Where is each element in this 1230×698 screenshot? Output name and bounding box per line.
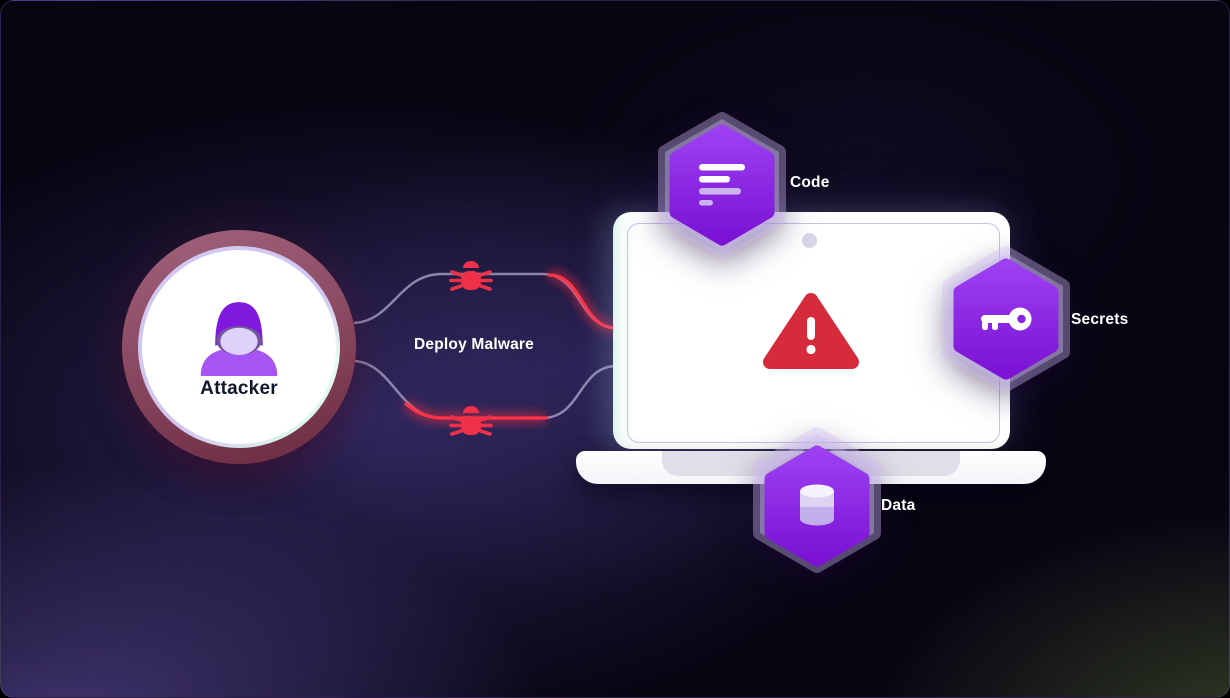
hexagon-code bbox=[658, 112, 786, 258]
infected-path-segment-top bbox=[547, 270, 617, 333]
infected-path-segment-bottom bbox=[402, 400, 548, 423]
hexagon-data bbox=[753, 427, 881, 573]
warning-triangle-icon bbox=[763, 293, 859, 369]
data-label: Data bbox=[881, 497, 916, 514]
secrets-label: Secrets bbox=[1071, 311, 1129, 328]
hexagon-secrets bbox=[942, 246, 1070, 392]
bug-icon bbox=[449, 406, 493, 436]
deploy-malware-label: Deploy Malware bbox=[414, 336, 534, 353]
code-label: Code bbox=[790, 174, 830, 191]
key-icon bbox=[981, 307, 1032, 331]
camera-dot-icon bbox=[802, 233, 817, 248]
hooded-attacker-icon bbox=[200, 302, 278, 376]
attacker-circle: Attacker bbox=[142, 250, 336, 444]
attacker-node: Attacker bbox=[122, 230, 356, 464]
code-lines-icon bbox=[699, 164, 745, 206]
attacker-label: Attacker bbox=[200, 378, 278, 399]
bug-icon bbox=[449, 261, 493, 291]
database-icon bbox=[800, 484, 834, 526]
